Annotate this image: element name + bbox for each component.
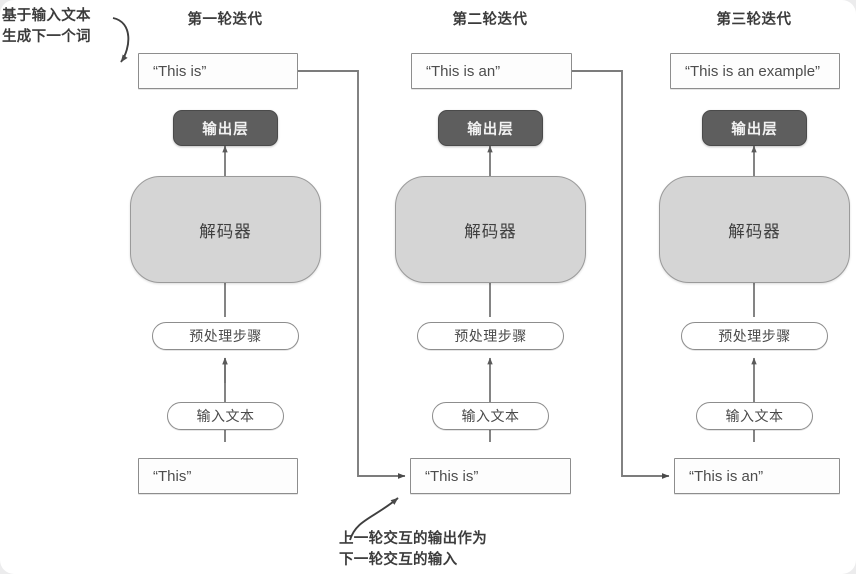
annotation-previous-output-as-next-input: 上一轮交互的输出作为 下一轮交互的输入 [339,531,487,569]
column-header-iteration-3: 第三轮迭代 [716,12,792,28]
preprocess-box-iteration-2[interactable]: 预处理步骤 [417,322,564,350]
column-header-iteration-1: 第一轮迭代 [187,12,263,28]
output-layer-box-iteration-2[interactable]: 输出层 [438,110,543,146]
preprocess-box-iteration-1[interactable]: 预处理步骤 [152,322,299,350]
input-text-label-iteration-2[interactable]: 输入文本 [432,402,549,430]
output-text-box-iteration-1[interactable]: “This is” [138,53,298,89]
output-layer-box-iteration-1[interactable]: 输出层 [173,110,278,146]
preprocess-box-iteration-3[interactable]: 预处理步骤 [681,322,828,350]
column-header-iteration-2: 第二轮迭代 [452,12,528,28]
output-layer-box-iteration-3[interactable]: 输出层 [702,110,807,146]
output-text-box-iteration-2[interactable]: “This is an” [411,53,572,89]
input-text-box-iteration-1[interactable]: “This” [138,458,298,494]
input-text-box-iteration-3[interactable]: “This is an” [674,458,840,494]
annotation-generate-next-word: 基于输入文本 生成下一个词 [2,8,91,46]
decoder-box-iteration-1[interactable]: 解码器 [130,176,321,283]
output-text-box-iteration-3[interactable]: “This is an example” [670,53,840,89]
decoder-box-iteration-2[interactable]: 解码器 [395,176,586,283]
decoder-box-iteration-3[interactable]: 解码器 [659,176,850,283]
input-text-box-iteration-2[interactable]: “This is” [410,458,571,494]
input-text-label-iteration-3[interactable]: 输入文本 [696,402,813,430]
input-text-label-iteration-1[interactable]: 输入文本 [167,402,284,430]
